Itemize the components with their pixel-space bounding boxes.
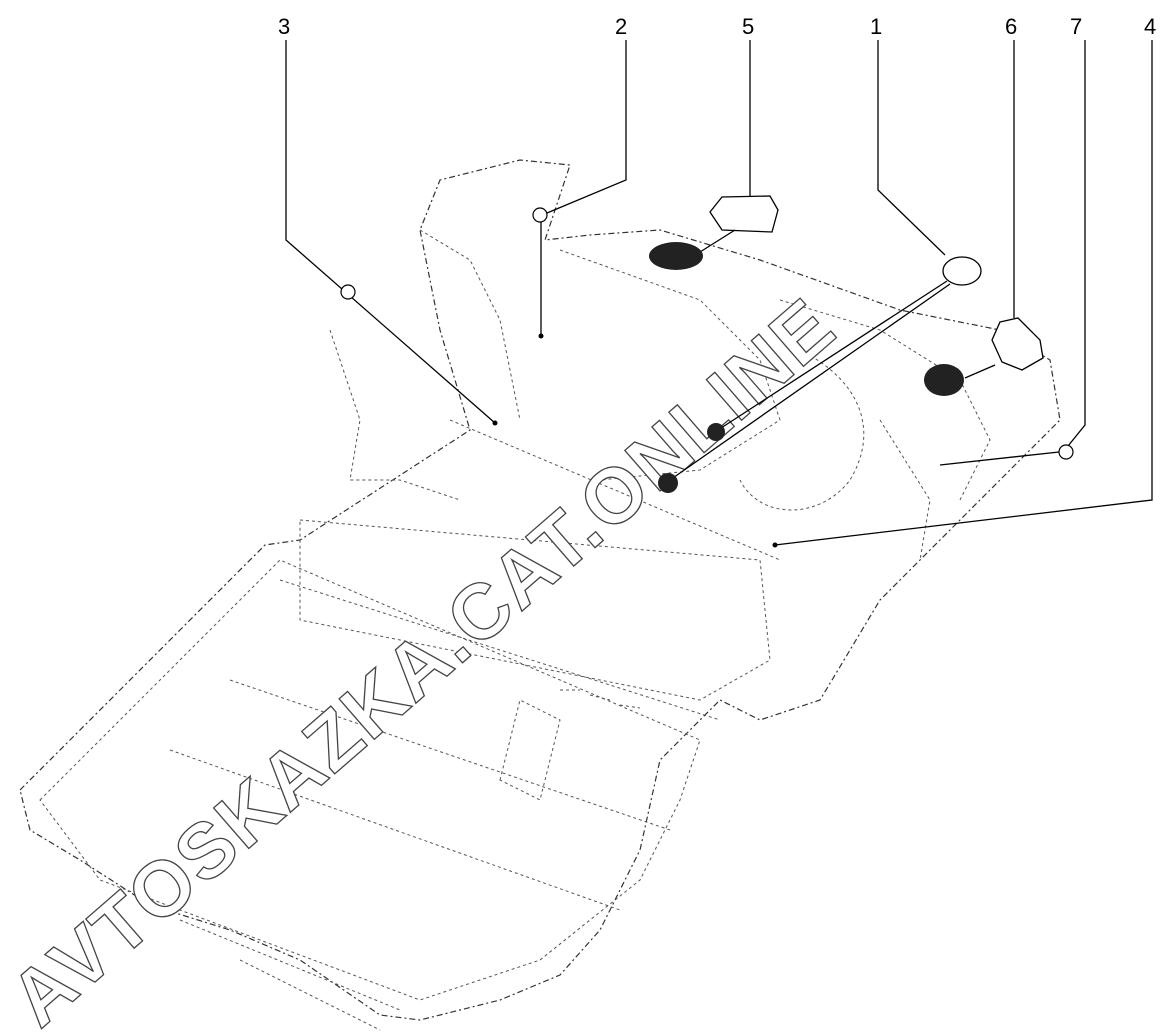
callout-label-2: 2 <box>615 14 627 39</box>
callout-label-7: 7 <box>1070 14 1082 39</box>
callout-2: 2 <box>532 14 627 339</box>
callout-3: 3 <box>278 14 498 426</box>
plug-part-1 <box>942 256 982 286</box>
callout-label-1: 1 <box>870 14 882 39</box>
pad-part-5 <box>709 195 779 233</box>
callout-7: 7 <box>939 14 1086 466</box>
callout-1: 1 <box>658 14 982 493</box>
callout-4: 4 <box>772 14 1156 548</box>
callout-label-5: 5 <box>742 14 754 39</box>
plug-part-3 <box>340 284 356 300</box>
callout-5: 5 <box>649 14 779 270</box>
pad-seat-6 <box>924 364 964 396</box>
callout-label-4: 4 <box>1144 14 1156 39</box>
pad-part-6 <box>991 317 1044 371</box>
callout-6: 6 <box>924 14 1044 396</box>
pad-seat-5 <box>649 242 703 270</box>
plug-part-7 <box>1058 444 1074 460</box>
callout-label-3: 3 <box>278 14 290 39</box>
watermark: AVTOSKAZKA.CAT.ONLINE <box>0 281 851 1033</box>
callout-label-6: 6 <box>1005 14 1017 39</box>
plug-part-2 <box>532 207 548 223</box>
